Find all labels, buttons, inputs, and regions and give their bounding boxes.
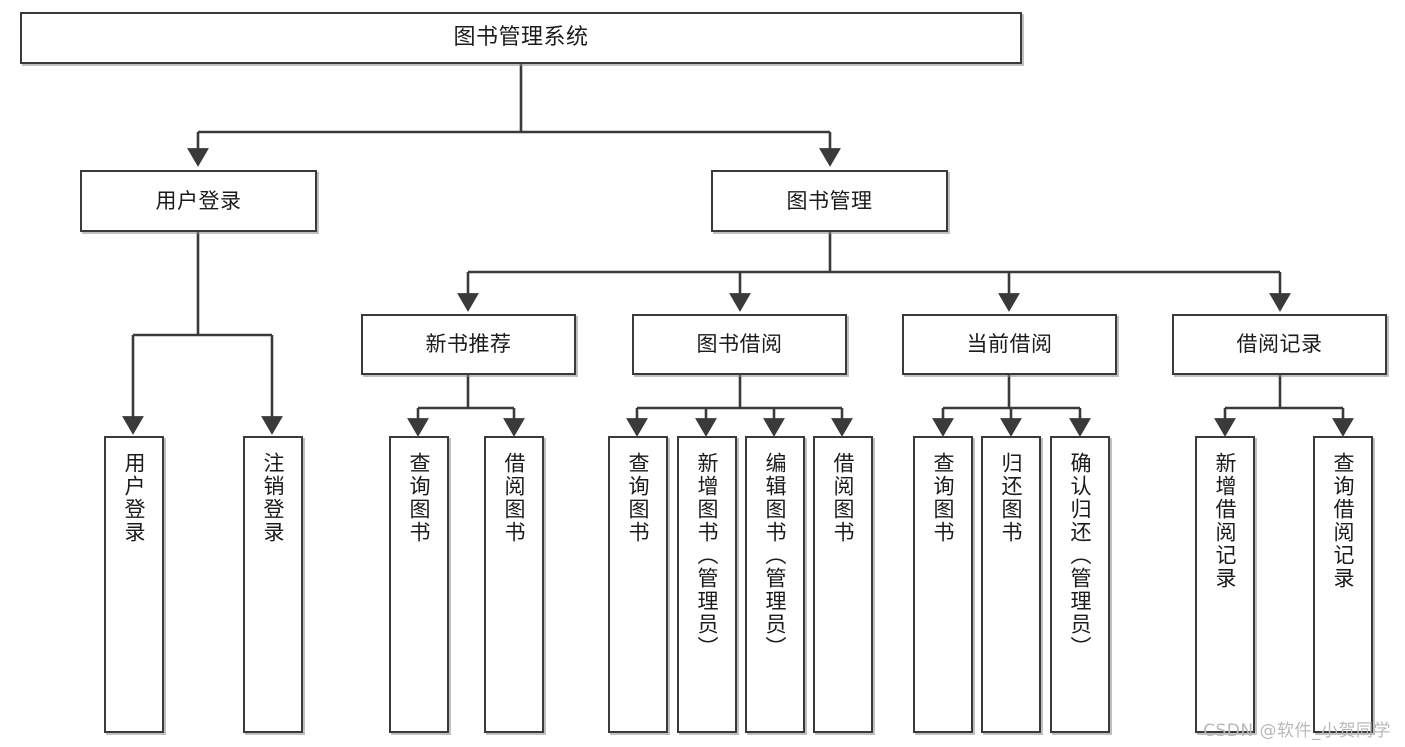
leaf-user-login-login[interactable]: 用户登录 <box>104 436 164 733</box>
leaf-book-borrow-edit-label: 编辑图书（管理员） <box>763 452 788 659</box>
leaf-borrow-record-query[interactable]: 查询借阅记录 <box>1313 436 1373 733</box>
node-new-book-recommend[interactable]: 新书推荐 <box>361 314 576 375</box>
node-user-login[interactable]: 用户登录 <box>80 170 317 232</box>
leaf-book-borrow-add-label: 新增图书（管理员） <box>695 452 720 659</box>
node-root[interactable]: 图书管理系统 <box>20 12 1022 64</box>
node-book-manage-label: 图书管理 <box>786 188 873 213</box>
node-current-borrow[interactable]: 当前借阅 <box>902 314 1117 375</box>
leaf-current-borrow-query[interactable]: 查询图书 <box>913 436 973 733</box>
node-borrow-record-label: 借阅记录 <box>1236 332 1323 357</box>
leaf-current-borrow-return-label: 归还图书 <box>999 452 1024 544</box>
leaf-current-borrow-confirm-label: 确认归还（管理员） <box>1068 452 1093 659</box>
node-book-manage[interactable]: 图书管理 <box>711 170 948 232</box>
node-borrow-record[interactable]: 借阅记录 <box>1172 314 1387 375</box>
leaf-borrow-record-query-label: 查询借阅记录 <box>1331 452 1356 590</box>
leaf-new-book-borrow[interactable]: 借阅图书 <box>484 436 544 733</box>
leaf-new-book-query[interactable]: 查询图书 <box>389 436 449 733</box>
leaf-new-book-borrow-label: 借阅图书 <box>502 452 527 544</box>
leaf-book-borrow-edit[interactable]: 编辑图书（管理员） <box>745 436 805 733</box>
node-current-borrow-label: 当前借阅 <box>966 332 1053 357</box>
leaf-user-login-logout[interactable]: 注销登录 <box>243 436 303 733</box>
leaf-book-borrow-query[interactable]: 查询图书 <box>608 436 668 733</box>
leaf-new-book-query-label: 查询图书 <box>407 452 432 544</box>
leaf-book-borrow-query-label: 查询图书 <box>626 452 651 544</box>
leaf-book-borrow-add[interactable]: 新增图书（管理员） <box>677 436 737 733</box>
leaf-borrow-record-add-label: 新增借阅记录 <box>1213 452 1238 590</box>
node-book-borrow-label: 图书借阅 <box>696 332 783 357</box>
leaf-current-borrow-return[interactable]: 归还图书 <box>981 436 1041 733</box>
leaf-borrow-record-add[interactable]: 新增借阅记录 <box>1195 436 1255 733</box>
leaf-book-borrow-borrow[interactable]: 借阅图书 <box>813 436 873 733</box>
leaf-current-borrow-confirm[interactable]: 确认归还（管理员） <box>1050 436 1110 733</box>
node-new-book-recommend-label: 新书推荐 <box>425 332 512 357</box>
node-book-borrow[interactable]: 图书借阅 <box>632 314 847 375</box>
leaf-user-login-logout-label: 注销登录 <box>261 452 286 544</box>
leaf-current-borrow-query-label: 查询图书 <box>931 452 956 544</box>
node-root-label: 图书管理系统 <box>453 25 589 51</box>
node-user-login-label: 用户登录 <box>155 188 242 213</box>
leaf-book-borrow-borrow-label: 借阅图书 <box>831 452 856 544</box>
leaf-user-login-login-label: 用户登录 <box>122 452 147 544</box>
